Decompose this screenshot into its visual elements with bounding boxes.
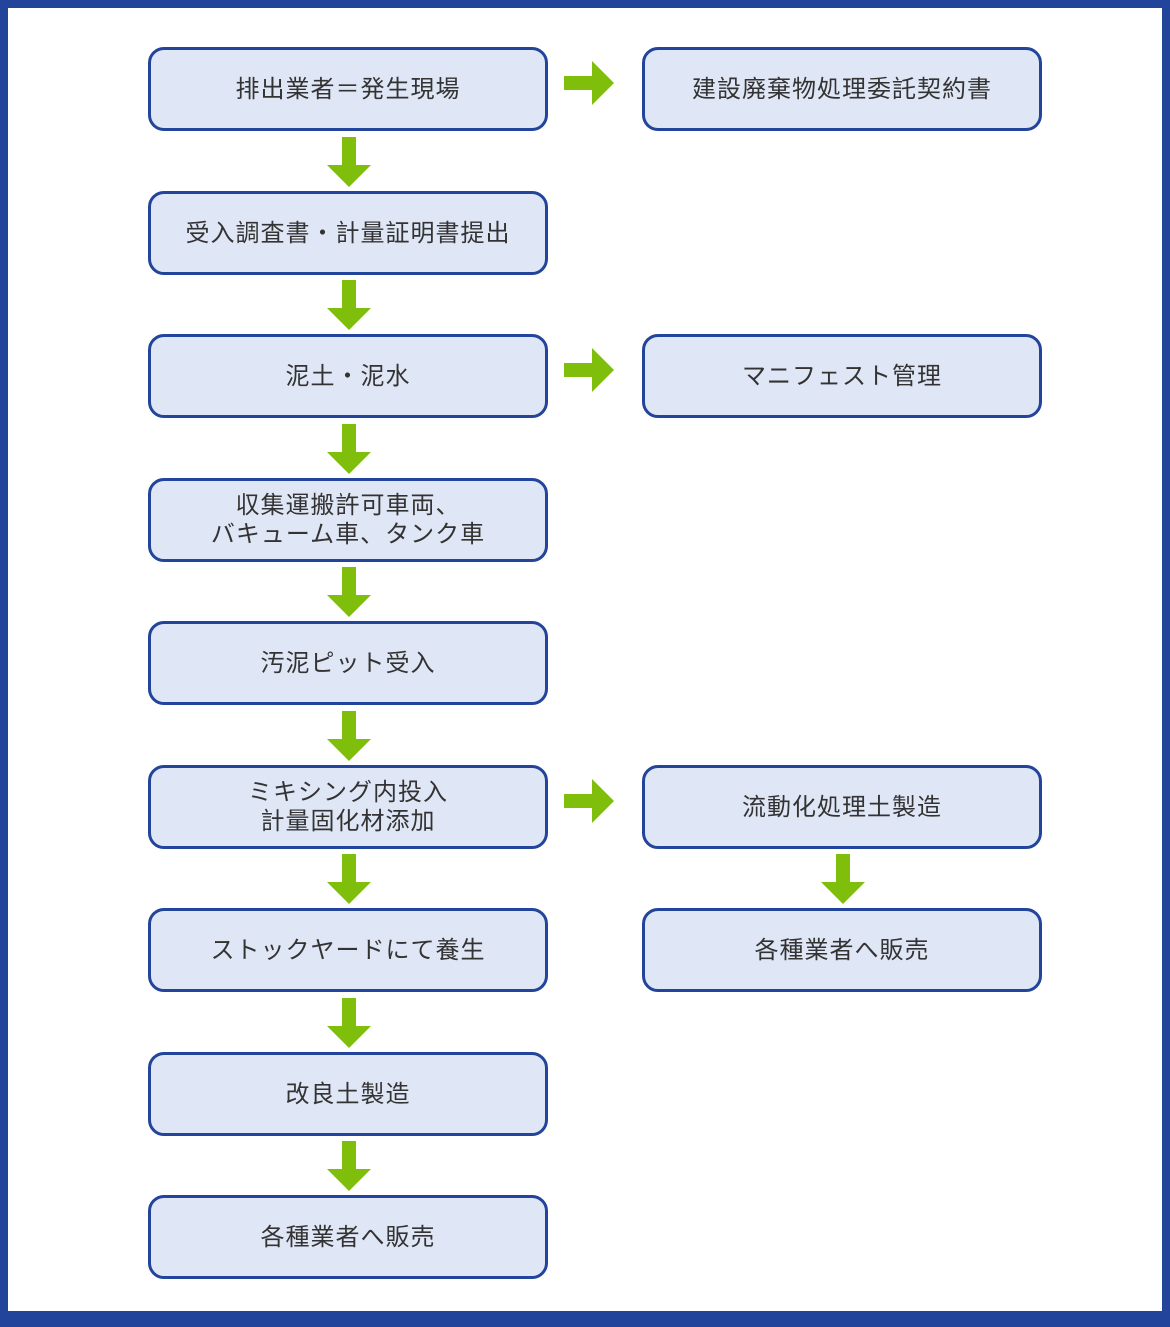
step-fluidized-soil-production: 流動化処理土製造 [642,765,1042,849]
arrow-down-icon [327,854,371,904]
arrow-down-icon [327,567,371,617]
arrow-right-icon [564,348,614,392]
arrow-right-icon [564,61,614,105]
arrow-down-icon [821,854,865,904]
step-manifest-management: マニフェスト管理 [642,334,1042,418]
arrow-right-icon [564,779,614,823]
step-mud-soil-water: 泥土・泥水 [148,334,548,418]
arrow-down-icon [327,424,371,474]
step-improved-soil-production: 改良土製造 [148,1052,548,1136]
step-waste-contract: 建設廃棄物処理委託契約書 [642,47,1042,131]
step-mixing-input: ミキシング内投入 計量固化材添加 [148,765,548,849]
arrow-down-icon [327,280,371,330]
arrow-down-icon [327,137,371,187]
step-collection-vehicles: 収集運搬許可車両、 バキューム車、タンク車 [148,478,548,562]
arrow-down-icon [327,1141,371,1191]
step-sales-right: 各種業者へ販売 [642,908,1042,992]
step-sales-left: 各種業者へ販売 [148,1195,548,1279]
step-sludge-pit-acceptance: 汚泥ピット受入 [148,621,548,705]
arrow-down-icon [327,711,371,761]
step-stockyard-curing: ストックヤードにて養生 [148,908,548,992]
step-acceptance-documents: 受入調査書・計量証明書提出 [148,191,548,275]
arrow-down-icon [327,998,371,1048]
step-discharger-site: 排出業者＝発生現場 [148,47,548,131]
